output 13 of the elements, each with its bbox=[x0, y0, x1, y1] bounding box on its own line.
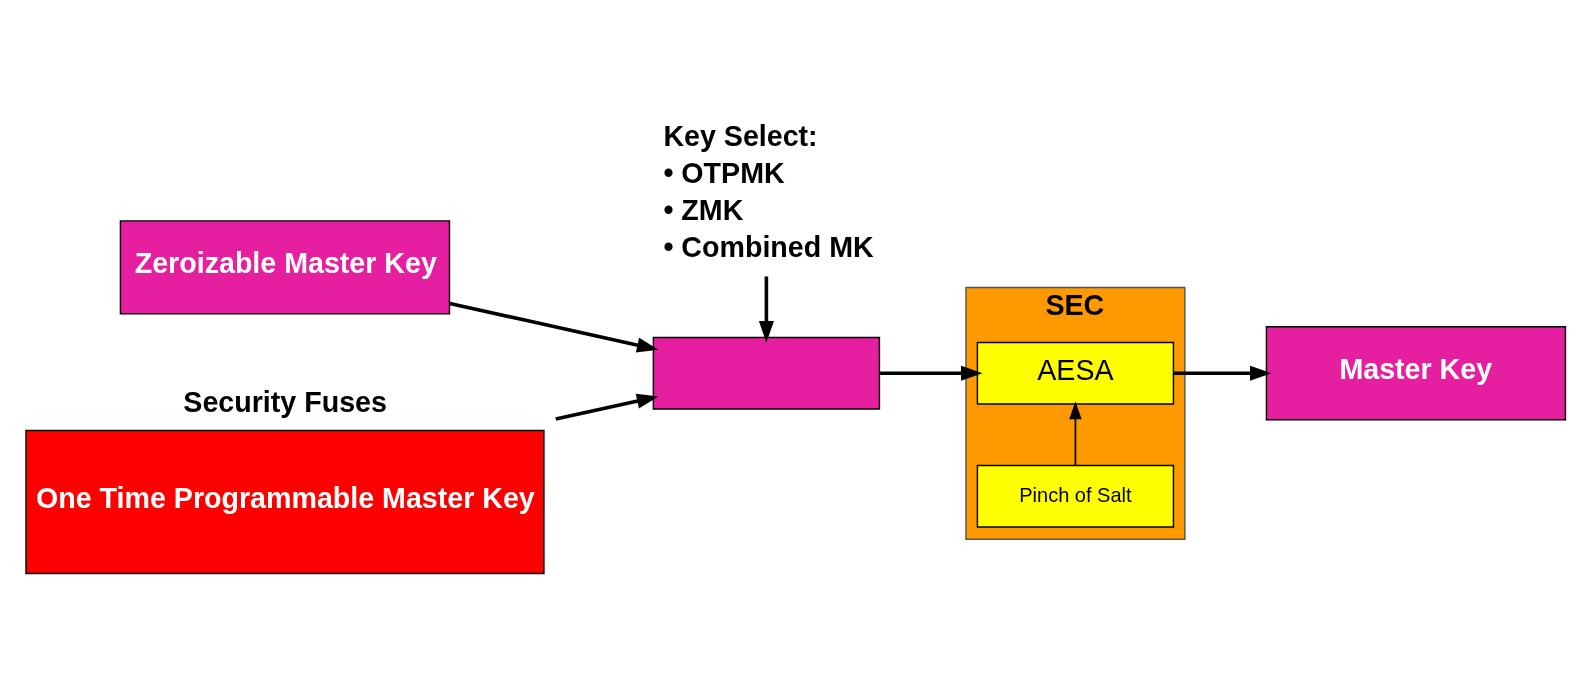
node-text: Key Select: • OTPMK • ZMK • Combined MK bbox=[663, 119, 874, 263]
arrow bbox=[555, 393, 659, 421]
arrow bbox=[1173, 365, 1272, 381]
arrow bbox=[1069, 401, 1082, 466]
node-box: Master Key bbox=[1265, 325, 1567, 420]
node-trapezoid bbox=[652, 336, 881, 410]
arrow bbox=[449, 301, 659, 352]
node-label: Security Fuses bbox=[183, 385, 387, 418]
node-box: AESA bbox=[976, 341, 1175, 405]
node-box: Zeroizable Master Key bbox=[119, 219, 451, 315]
arrow bbox=[758, 275, 774, 343]
node-box: Pinch of Salt bbox=[976, 464, 1175, 528]
arrow bbox=[879, 365, 983, 381]
